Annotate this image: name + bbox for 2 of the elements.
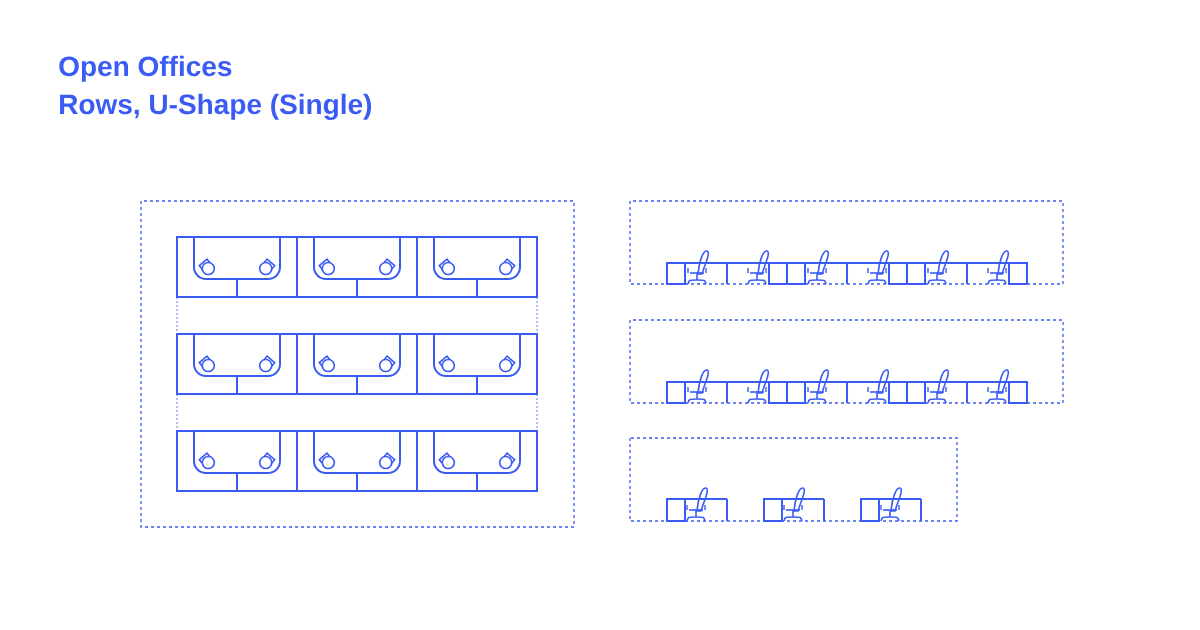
title: Open Offices: [59, 55, 232, 82]
subtitle: Rows, U-Shape (Single): [60, 93, 372, 120]
